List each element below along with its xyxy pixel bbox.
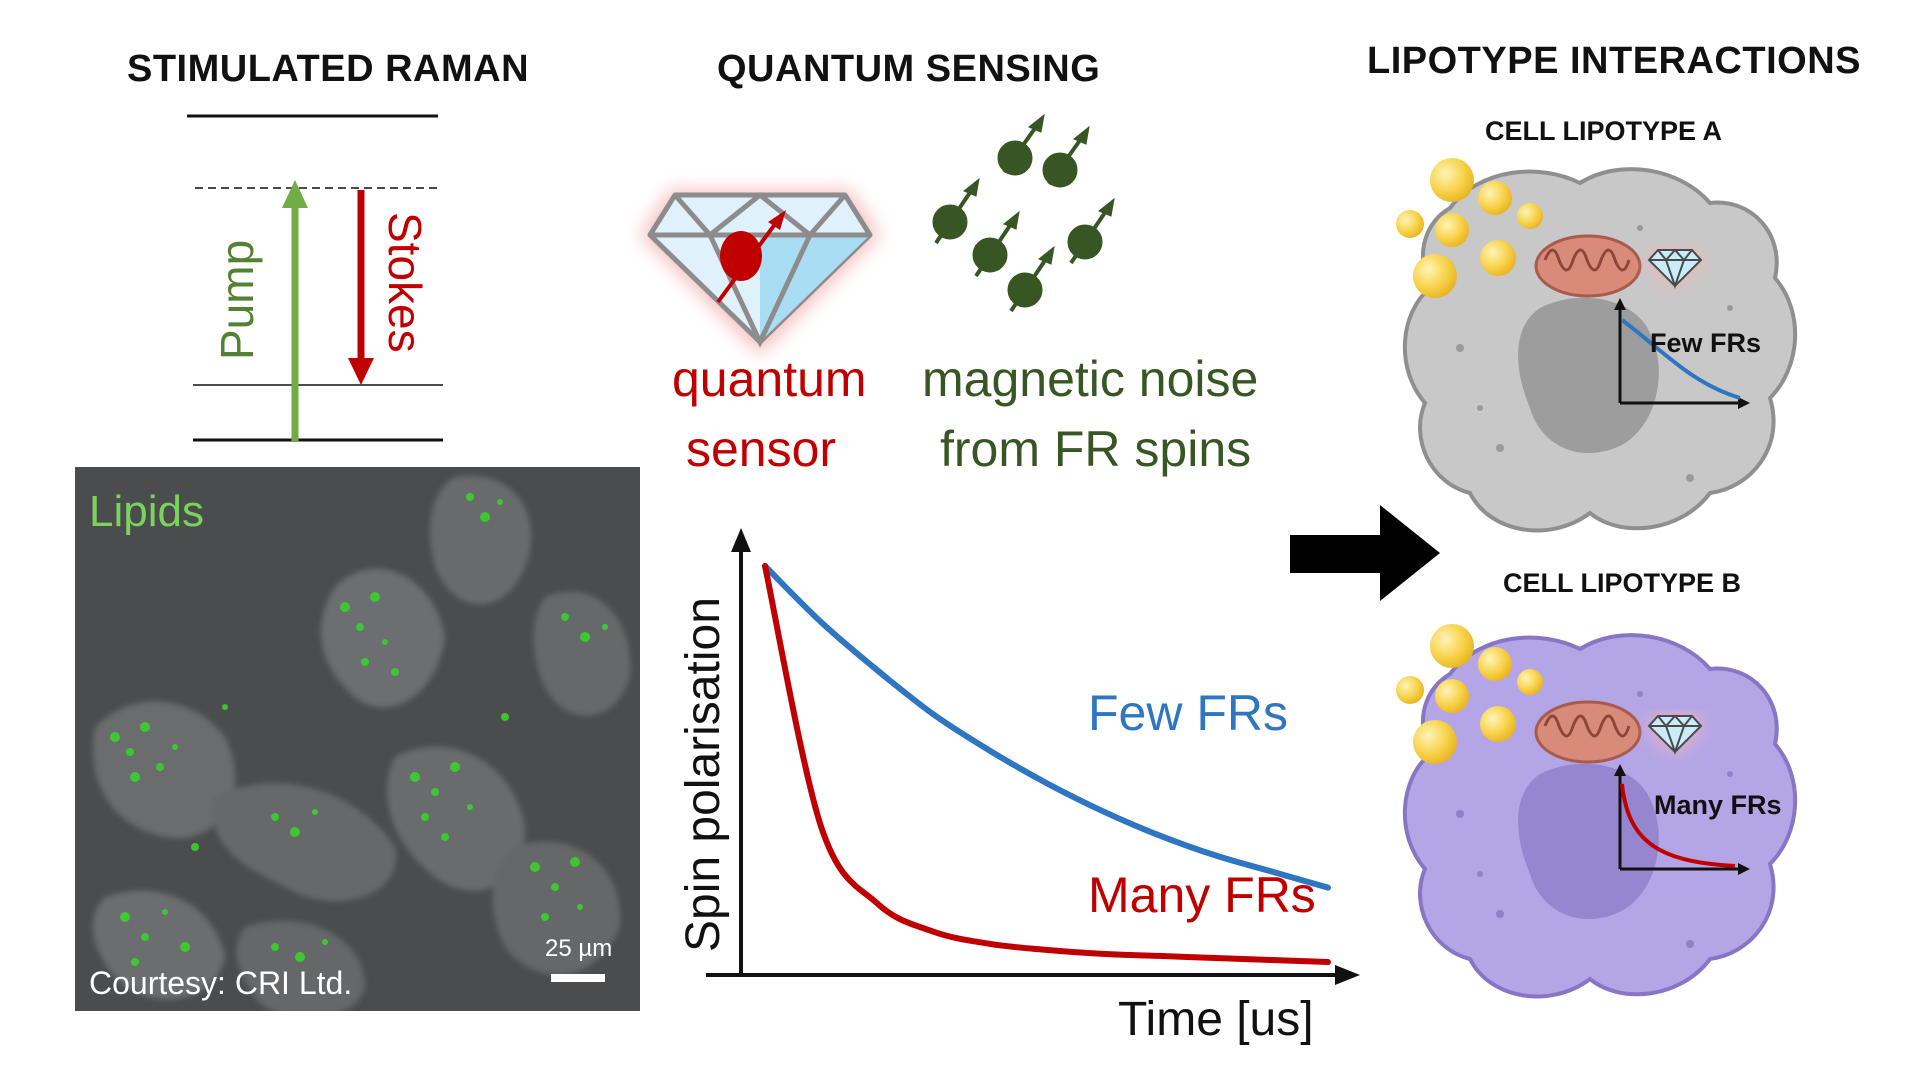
- quantum-sensor-label-1: quantum: [672, 351, 867, 407]
- cell-lipotype-b: [1396, 624, 1797, 999]
- nv-spin: [720, 231, 762, 281]
- cell-lipotype-b-title: CELL LIPOTYPE B: [1503, 568, 1742, 598]
- scale-bar: [551, 974, 605, 982]
- magnetic-noise-label-1: magnetic noise: [922, 351, 1259, 407]
- stokes-label: Stokes: [379, 212, 431, 353]
- image-credit: Courtesy: CRI Ltd.: [89, 965, 353, 1001]
- cell-lipotype-a: [1396, 158, 1797, 533]
- lipotype-title: LIPOTYPE INTERACTIONS: [1367, 40, 1861, 82]
- legend-few-frs: Few FRs: [1088, 685, 1288, 741]
- pump-label: Pump: [211, 239, 263, 360]
- x-axis-label: Time [us]: [1118, 993, 1314, 1046]
- legend-many-frs: Many FRs: [1088, 867, 1316, 923]
- fr-spins-icon: [932, 113, 1115, 313]
- x-axis-arrowhead: [1335, 965, 1360, 985]
- lipid-microscopy-image: Lipids 25 µm Courtesy: CRI Ltd.: [75, 467, 640, 1011]
- cell-a-label: Few FRs: [1650, 328, 1762, 358]
- lipids-label: Lipids: [89, 487, 204, 536]
- microscopy-cells: [75, 467, 640, 1011]
- pump-arrowhead: [282, 180, 308, 208]
- cell-lipotype-a-title: CELL LIPOTYPE A: [1485, 116, 1723, 146]
- y-axis-arrowhead: [731, 528, 751, 552]
- raman-title: STIMULATED RAMAN: [127, 48, 530, 90]
- quantum-sensor-label-2: sensor: [686, 421, 837, 477]
- transition-arrow: [1290, 505, 1440, 601]
- scale-bar-label: 25 µm: [545, 935, 613, 962]
- diamond-sensor-icon: [640, 190, 880, 355]
- quantum-title: QUANTUM SENSING: [717, 48, 1101, 90]
- magnetic-noise-label-2: from FR spins: [940, 421, 1252, 477]
- y-axis-label: Spin polarisation: [677, 597, 730, 952]
- stokes-arrowhead: [348, 358, 374, 385]
- cell-b-label: Many FRs: [1654, 790, 1782, 820]
